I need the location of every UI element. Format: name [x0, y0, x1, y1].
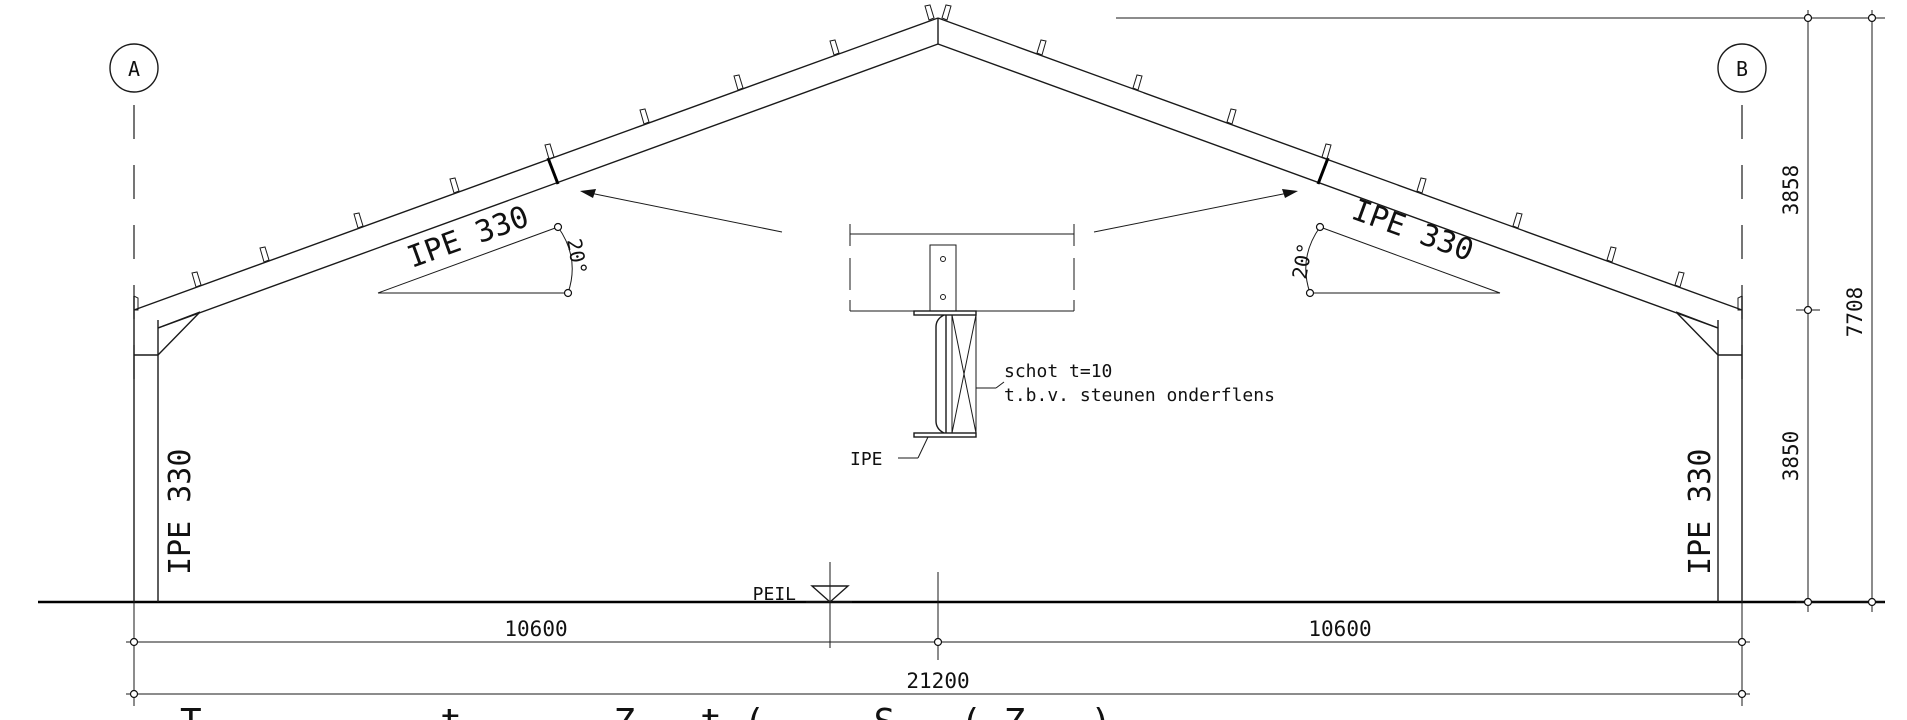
- svg-text:20°: 20°: [1287, 241, 1317, 281]
- dimension-bay-right: 10600: [1308, 617, 1371, 641]
- dimension-height-upper: 3858: [1779, 165, 1803, 216]
- svg-text:PEIL: PEIL: [753, 584, 797, 605]
- dimension-bays: [126, 602, 1750, 706]
- drawing-caption: T . . . . . t . . . Z . t ( . . S . ( Z …: [180, 702, 1112, 720]
- dimension-height-total: 7708: [1843, 287, 1867, 338]
- svg-text:20°: 20°: [562, 237, 592, 277]
- grid-bubble-a: A: [109, 43, 159, 93]
- slope-indicator-right: 20°: [1287, 222, 1501, 298]
- slope-indicator-left: 20°: [377, 222, 592, 298]
- svg-text:B: B: [1736, 57, 1748, 81]
- dimension-heights: [1116, 10, 1885, 612]
- dimension-total-span-label: 21200: [906, 669, 969, 693]
- level-marker: PEIL: [753, 562, 852, 648]
- detail-arrow-right: [1093, 189, 1298, 233]
- column-right-label: IPE 330: [1683, 449, 1718, 575]
- dimension-bay-left: 10600: [504, 617, 567, 641]
- svg-text:A: A: [128, 57, 140, 81]
- section-detail: [849, 224, 1075, 459]
- stiffener-note-line2: t.b.v. steunen onderflens: [1004, 385, 1275, 406]
- dimension-height-lower: 3850: [1779, 431, 1803, 482]
- grid-bubble-b: B: [1717, 43, 1767, 93]
- column-left-label: IPE 330: [163, 449, 198, 575]
- rafter-right-label: IPE 330: [1347, 193, 1478, 269]
- ipe-detail-label: IPE: [850, 449, 883, 470]
- rafter-left-label: IPE 330: [403, 199, 534, 275]
- dimension-total-span: [126, 689, 1750, 699]
- rafter-left: [133, 17, 939, 329]
- stiffener-note-line1: schot t=10: [1004, 361, 1112, 382]
- detail-arrow-left: [580, 189, 783, 233]
- rafter-right: [937, 17, 1743, 329]
- purlins: [133, 4, 1743, 311]
